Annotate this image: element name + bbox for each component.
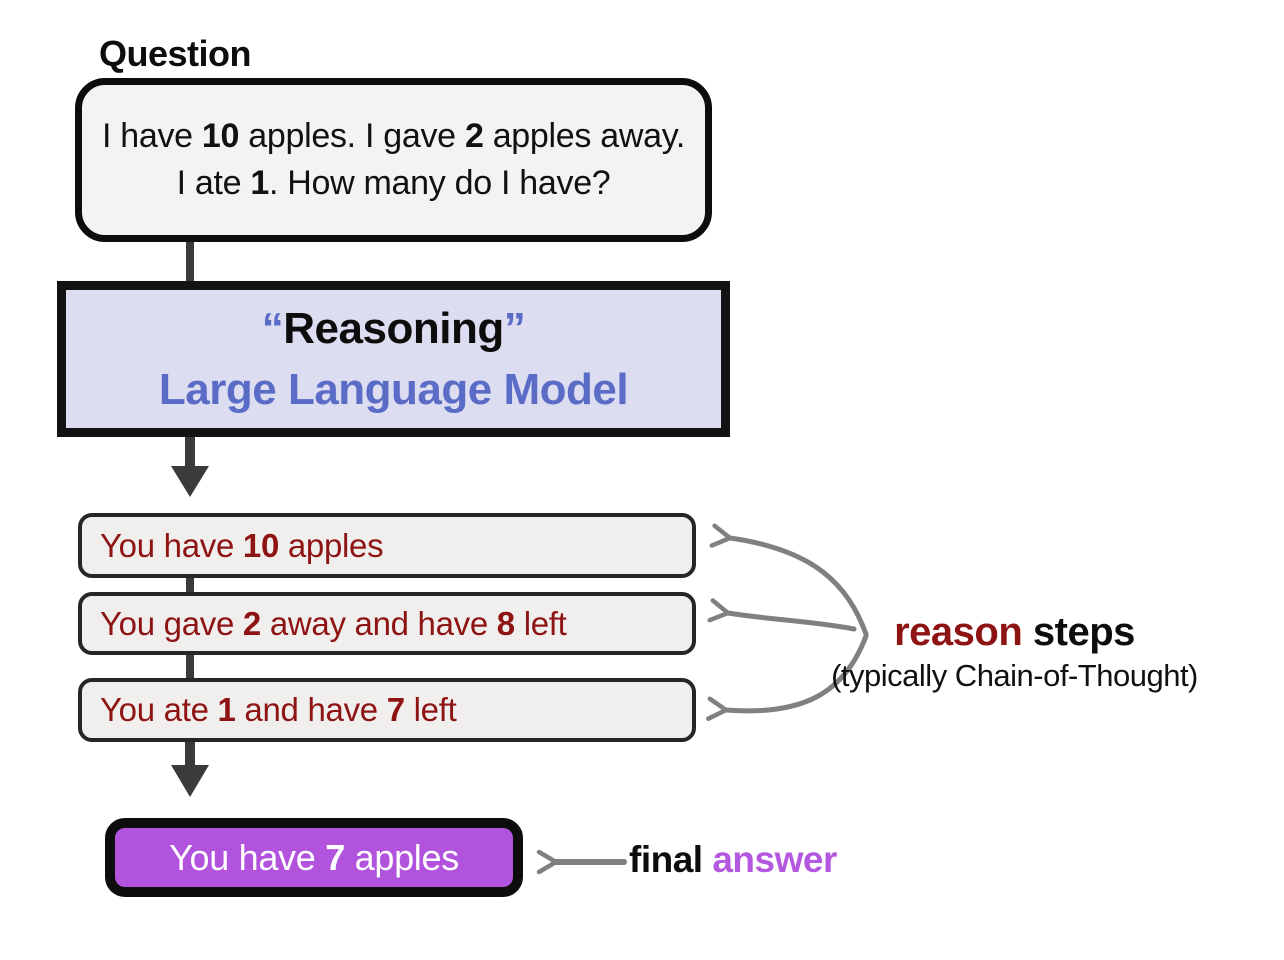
steps-word: steps bbox=[1022, 610, 1135, 654]
reason-step-text: You gave 2 away and have 8 left bbox=[100, 604, 567, 642]
reason-step-box-2: You gave 2 away and have 8 left bbox=[78, 592, 696, 655]
open-quote: “ bbox=[261, 304, 284, 353]
question-box: I have 10 apples. I gave 2 apples away. … bbox=[75, 78, 712, 242]
question-label: Question bbox=[99, 33, 252, 74]
reason-step-text: You have 10 apples bbox=[100, 526, 384, 564]
question-text: I have 10 apples. I gave 2 apples away. … bbox=[101, 117, 686, 202]
reasoning-word: Reasoning bbox=[283, 304, 504, 353]
llm-subtitle: Large Language Model bbox=[158, 365, 629, 414]
answer-word: answer bbox=[702, 839, 837, 880]
reason-step-box-3: You ate 1 and have 7 left bbox=[78, 678, 696, 742]
final-word: final bbox=[629, 839, 703, 880]
final-answer-text: You have 7 apples bbox=[169, 836, 459, 878]
final-answer-annotation: final answer bbox=[629, 839, 837, 881]
reason-step-box-1: You have 10 apples bbox=[78, 513, 696, 578]
reason-steps-annotation: reason steps (typically Chain-of-Thought… bbox=[762, 610, 1267, 698]
reason-step-text: You ate 1 and have 7 left bbox=[100, 691, 457, 728]
reason-steps-subtitle: (typically Chain-of-Thought) bbox=[831, 658, 1198, 693]
final-answer-box: You have 7 apples bbox=[105, 818, 523, 897]
steps-to-final-arrowhead-icon bbox=[171, 765, 209, 797]
model-to-steps-arrowhead-icon bbox=[171, 466, 209, 497]
reasoning-llm-box: “Reasoning” Large Language Model bbox=[57, 281, 730, 437]
close-quote: ” bbox=[503, 304, 526, 353]
reason-word: reason bbox=[894, 610, 1023, 654]
reason-steps-title: reason steps bbox=[762, 610, 1267, 654]
reasoning-title: “Reasoning” bbox=[261, 298, 526, 359]
